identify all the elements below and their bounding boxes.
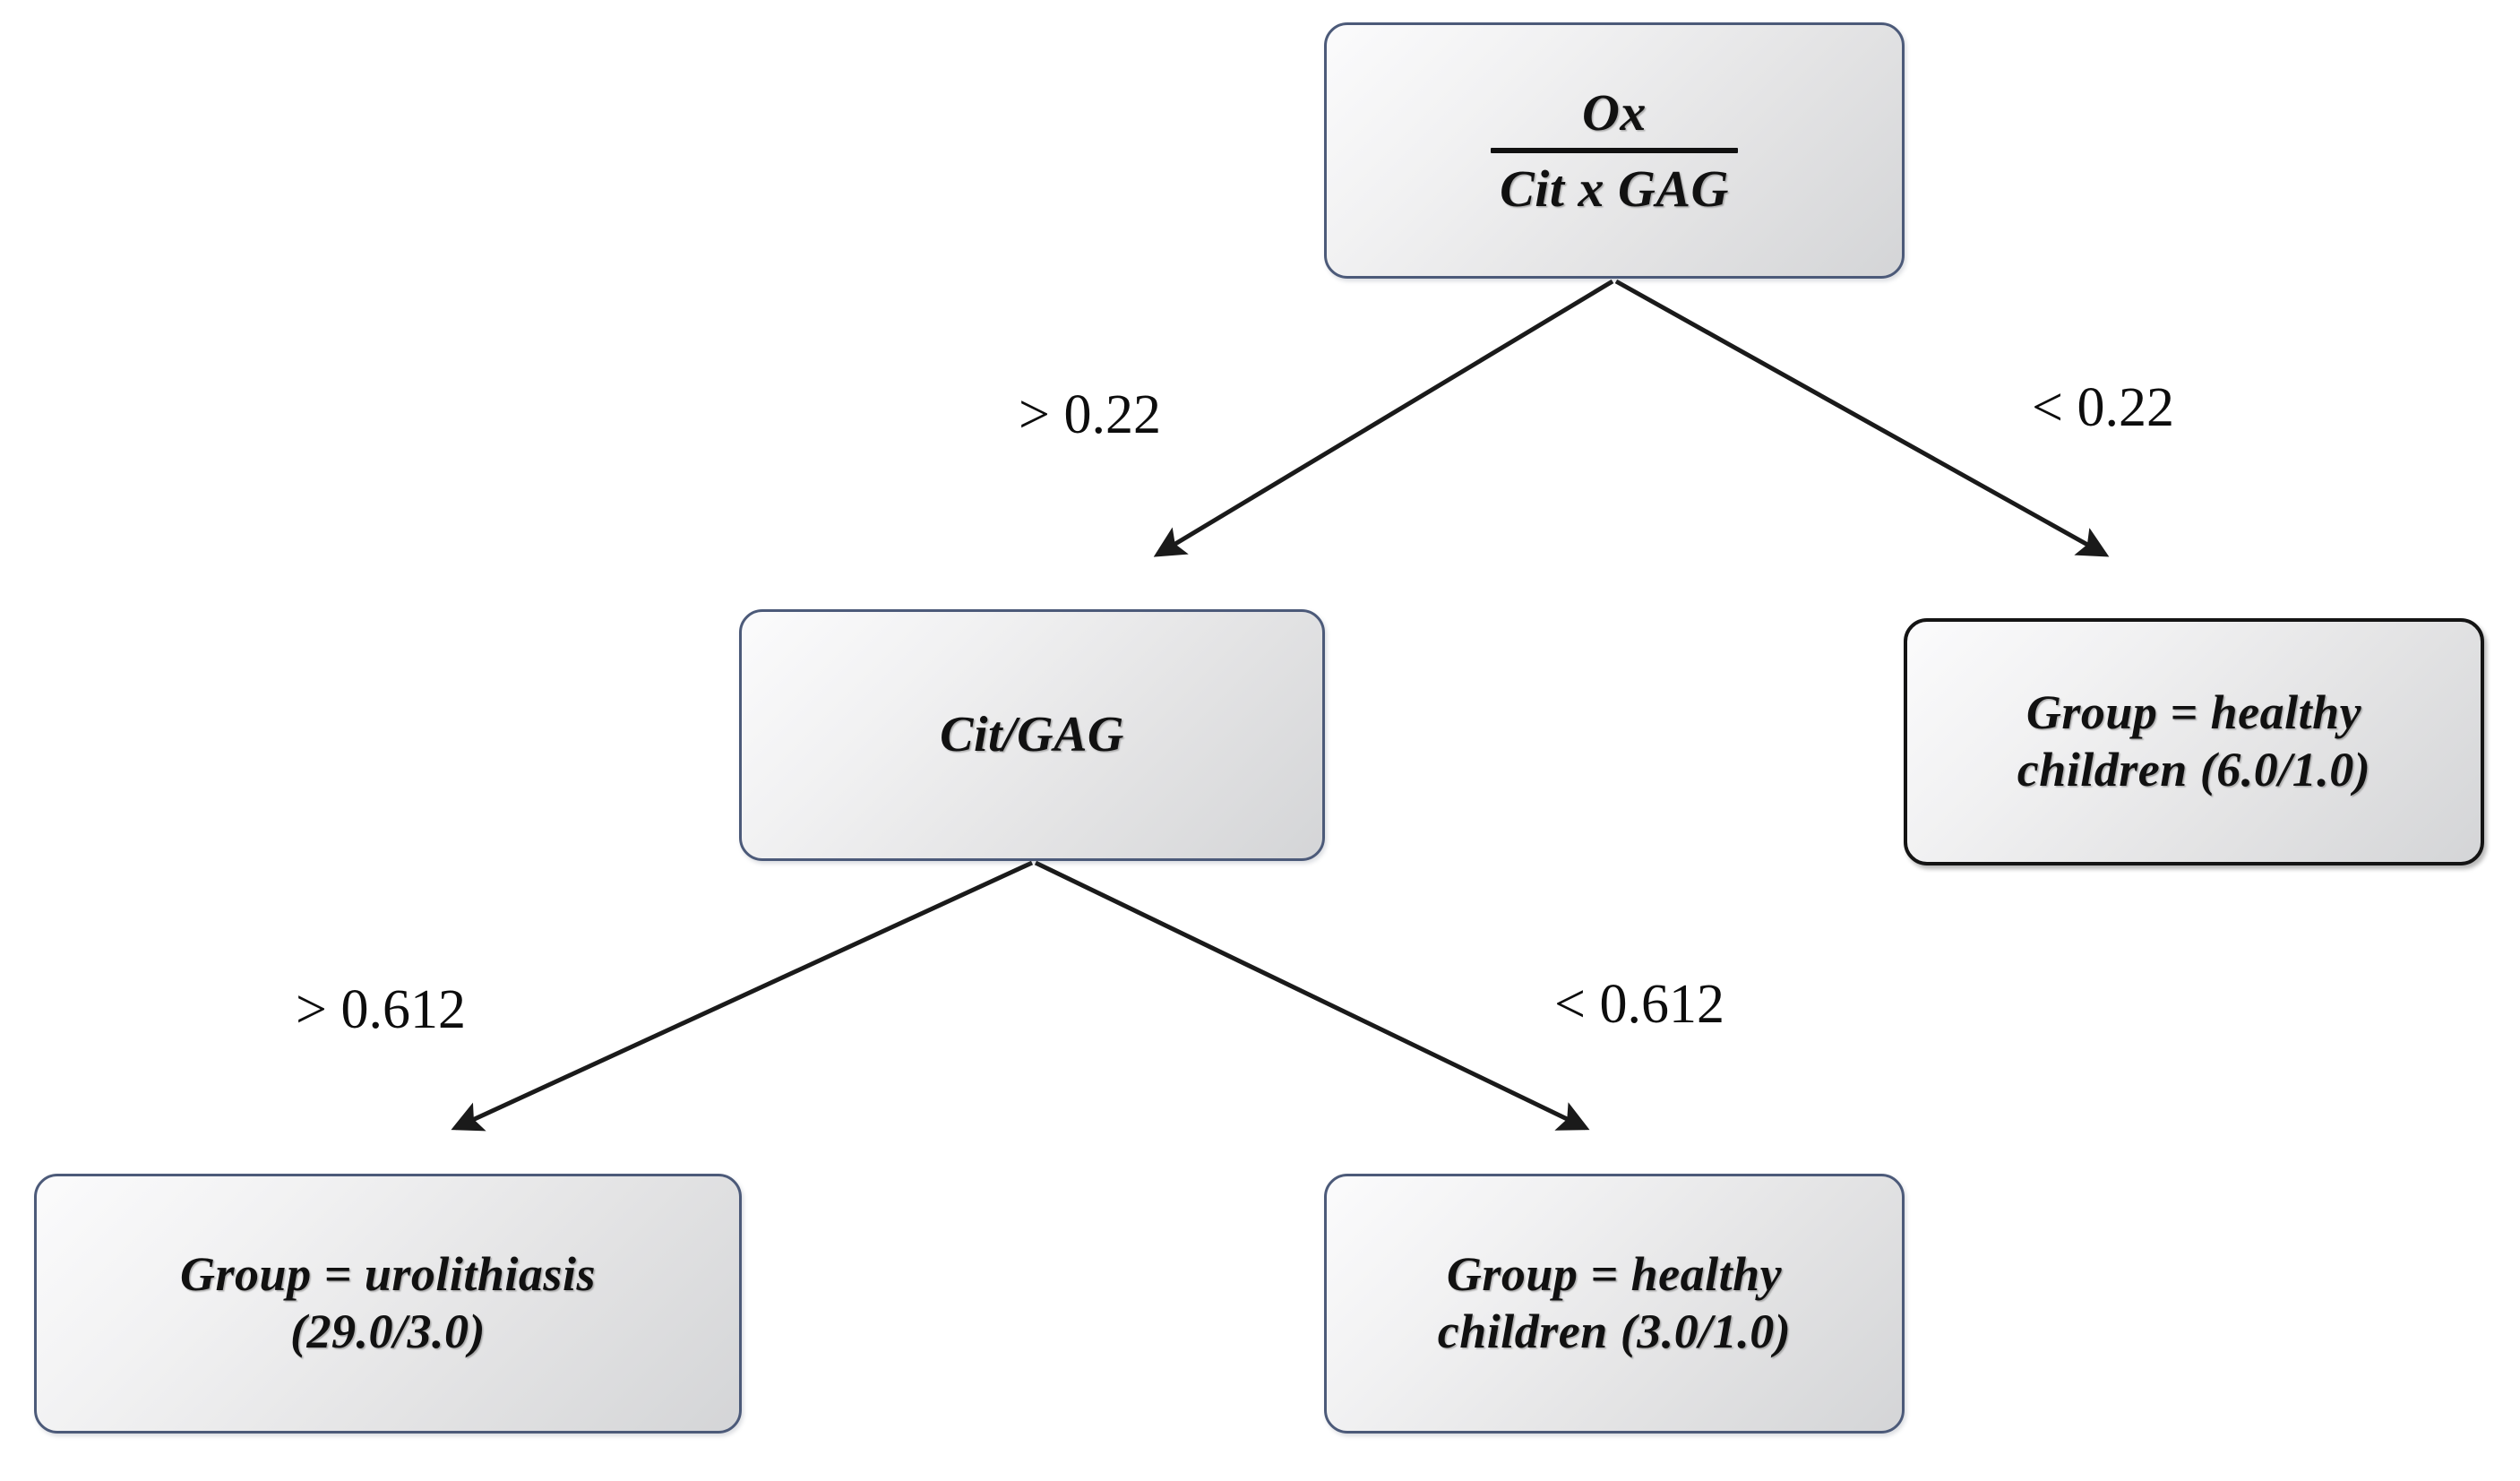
node-cit-gag[interactable]: Cit/GAG: [739, 609, 1325, 861]
leaf-healthy-3-line2: children (3.0/1.0): [1437, 1304, 1792, 1358]
node-leaf-healthy-children-3[interactable]: Group = healthy children (3.0/1.0): [1324, 1174, 1905, 1434]
node-root-ox-over-cit-gag[interactable]: Ox Cit x GAG: [1324, 22, 1905, 279]
leaf-healthy-6-line1: Group = healthy: [2025, 685, 2362, 740]
node-leaf-healthy-children-3-label: Group = healthy children (3.0/1.0): [1423, 1246, 1806, 1360]
leaf-urolithiasis-line1: Group = urolithiasis: [180, 1247, 596, 1302]
edge-label-root-left: > 0.22: [1019, 384, 1161, 445]
edge-line-cit-left: [451, 860, 1034, 1132]
edge-label-cit-right: < 0.612: [1554, 974, 1724, 1035]
root-fraction-bar: [1491, 148, 1738, 153]
edge-label-root-right: < 0.22: [2032, 377, 2174, 438]
root-fraction: Ox Cit x GAG: [1491, 82, 1738, 219]
edge-line-root-left: [1153, 279, 1614, 557]
node-leaf-healthy-children-6[interactable]: Group = healthy children (6.0/1.0): [1904, 618, 2484, 865]
leaf-urolithiasis-line2: (29.0/3.0): [290, 1304, 486, 1358]
node-leaf-urolithiasis[interactable]: Group = urolithiasis (29.0/3.0): [34, 1174, 742, 1434]
node-leaf-healthy-children-6-label: Group = healthy children (6.0/1.0): [2003, 685, 2386, 798]
edge-line-cit-right: [1034, 860, 1590, 1131]
edge-label-cit-left: > 0.612: [296, 979, 466, 1040]
node-cit-gag-label: Cit/GAG: [940, 707, 1124, 763]
root-fraction-denominator: Cit x GAG: [1500, 159, 1729, 218]
root-fraction-numerator: Ox: [1582, 83, 1647, 142]
node-leaf-urolithiasis-label: Group = urolithiasis (29.0/3.0): [166, 1246, 610, 1360]
leaf-healthy-6-line2: children (6.0/1.0): [2017, 743, 2371, 796]
leaf-healthy-3-line1: Group = healthy: [1446, 1247, 1783, 1302]
